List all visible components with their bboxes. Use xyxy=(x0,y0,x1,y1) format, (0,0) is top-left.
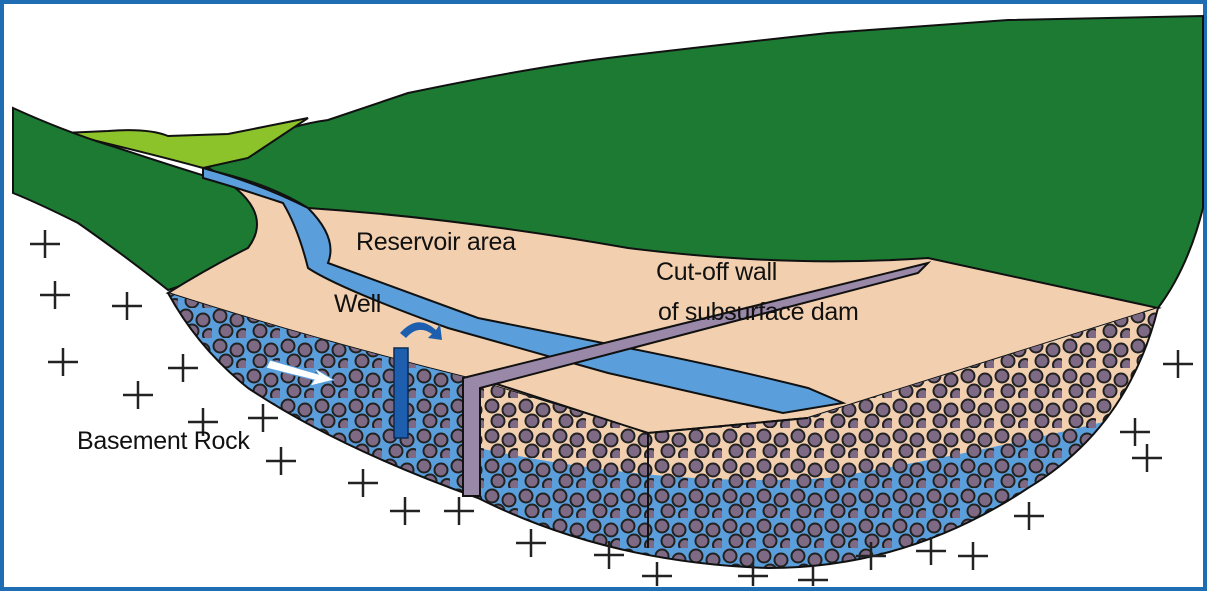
river xyxy=(202,166,847,415)
cutoff-wall xyxy=(462,261,932,497)
reservoir-surface xyxy=(165,169,1162,435)
groundwater-flow-arrow xyxy=(265,359,336,387)
well-label: Well xyxy=(334,290,381,318)
subsurface-dam-illustration xyxy=(12,14,1204,586)
well-flow-arrow xyxy=(400,322,442,340)
basement-rock-symbols xyxy=(30,230,1193,586)
well-pipe xyxy=(393,347,409,439)
basement-rock-label: Basement Rock xyxy=(77,427,250,455)
reservoir-area-label: Reservoir area xyxy=(356,228,516,256)
cutoff-wall-label-line2: of subsurface dam xyxy=(658,298,859,326)
cutoff-wall-label-line1: Cut-off wall xyxy=(656,258,777,286)
